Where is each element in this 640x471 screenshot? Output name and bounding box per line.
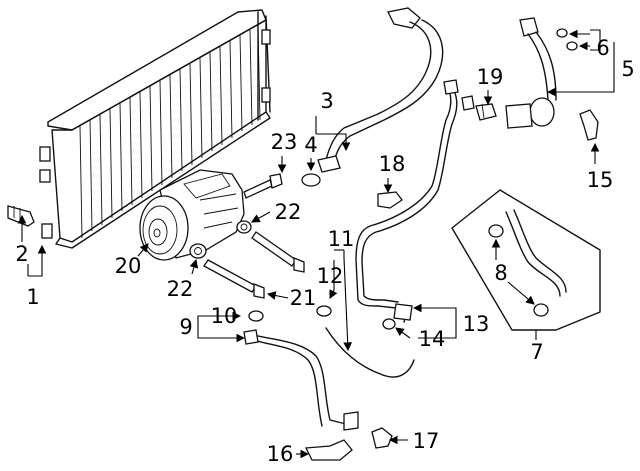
callout-21: 21 bbox=[290, 286, 317, 310]
callout-14: 14 bbox=[419, 327, 446, 351]
callout-9: 9 bbox=[179, 315, 192, 339]
o-ring-14 bbox=[382, 318, 396, 330]
pressure-switch bbox=[7, 205, 35, 227]
seal-22-upper bbox=[236, 220, 252, 234]
tube-assembly-box bbox=[451, 189, 601, 331]
o-ring-10 bbox=[248, 310, 264, 322]
clip-17 bbox=[371, 427, 393, 449]
callout-10: 10 bbox=[211, 304, 238, 328]
o-ring-4 bbox=[301, 173, 321, 187]
callout-11: 11 bbox=[328, 227, 355, 251]
callout-2-left: 2 bbox=[15, 242, 28, 266]
callout-20: 20 bbox=[115, 254, 142, 278]
valve-19 bbox=[475, 103, 497, 121]
suction-hose bbox=[505, 17, 557, 129]
callout-19: 19 bbox=[477, 65, 504, 89]
callout-17: 17 bbox=[413, 429, 440, 453]
seal-22-lower bbox=[189, 243, 207, 259]
discharge-hose bbox=[317, 7, 444, 173]
callout-16: 16 bbox=[267, 442, 294, 466]
callout-23: 23 bbox=[271, 130, 298, 154]
callout-labels: 2 1 20 22 22 23 21 3 4 11 12 9 10 18 19 … bbox=[15, 36, 634, 466]
bolt-21-upper bbox=[251, 231, 305, 273]
liquid-line bbox=[355, 79, 475, 323]
callout-15: 15 bbox=[587, 168, 614, 192]
callout-8: 8 bbox=[494, 261, 507, 285]
o-rings-6 bbox=[556, 28, 578, 51]
callout-1: 1 bbox=[26, 285, 39, 309]
callout-13: 13 bbox=[463, 312, 490, 336]
bracket-18 bbox=[377, 191, 403, 209]
condenser bbox=[39, 9, 271, 249]
callout-12: 12 bbox=[317, 264, 344, 288]
compressor bbox=[139, 169, 245, 261]
callout-6: 6 bbox=[596, 36, 609, 60]
line-11-lower bbox=[325, 327, 415, 378]
bolt-21-lower bbox=[203, 259, 265, 299]
bracket-16 bbox=[304, 439, 353, 461]
sensor-15 bbox=[579, 109, 599, 141]
callout-18: 18 bbox=[379, 152, 406, 176]
line-9 bbox=[243, 329, 359, 431]
callout-22-upper: 22 bbox=[275, 200, 302, 224]
callout-7: 7 bbox=[530, 340, 543, 364]
o-ring-12 bbox=[316, 305, 332, 317]
callout-4: 4 bbox=[304, 133, 317, 157]
callout-22-lower: 22 bbox=[167, 277, 194, 301]
leader-lines bbox=[17, 29, 615, 459]
callout-3: 3 bbox=[320, 89, 333, 113]
callout-5: 5 bbox=[621, 57, 634, 81]
bolt-23 bbox=[243, 173, 283, 199]
